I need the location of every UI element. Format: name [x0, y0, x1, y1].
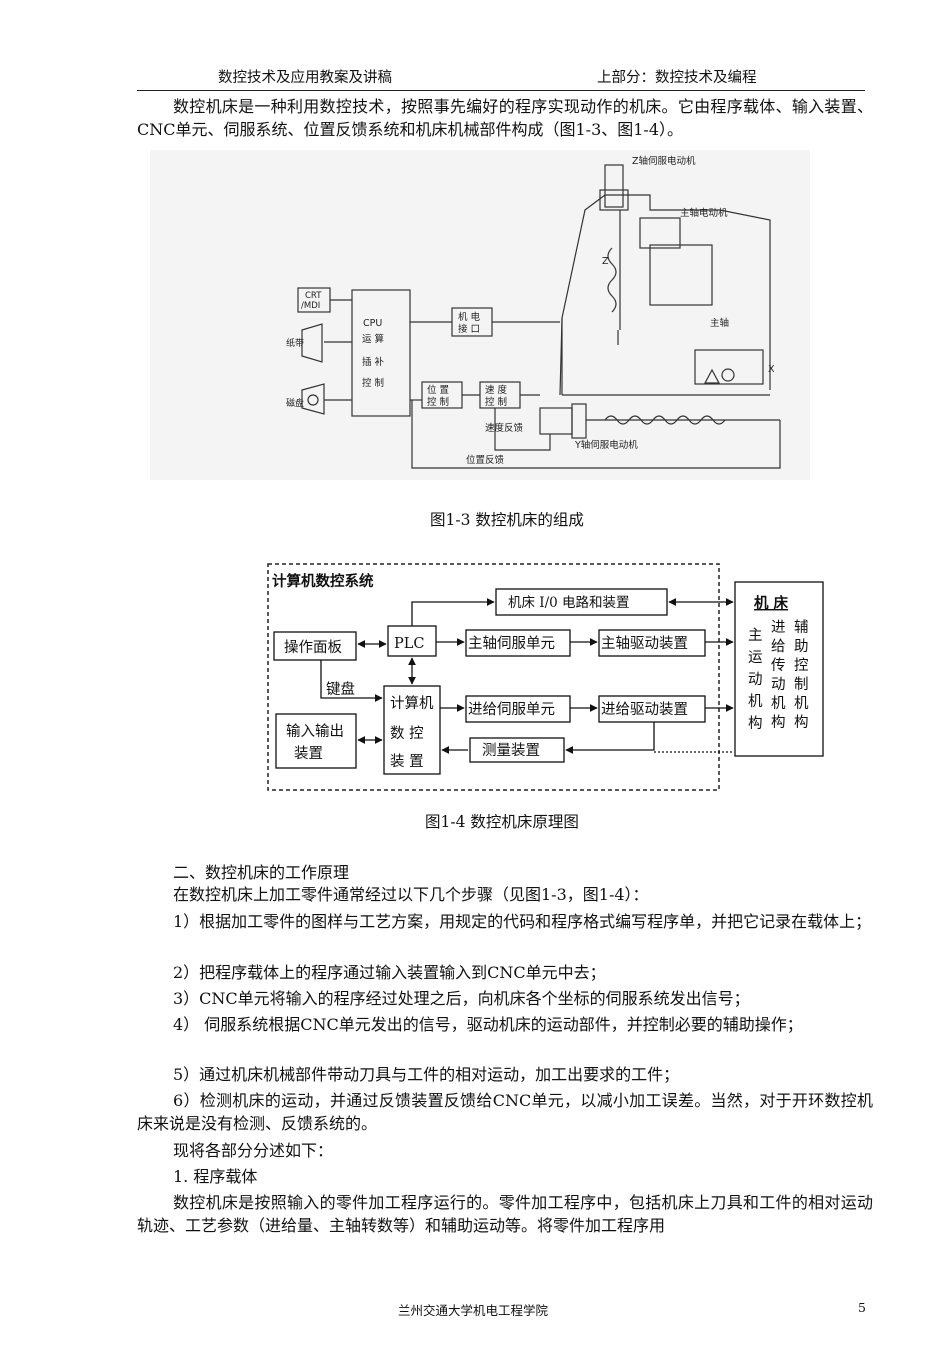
fig14-operation-panel: 操作面板	[284, 638, 342, 656]
machine-col-3-char: 辅	[794, 619, 809, 636]
fig14-io-circuit: 机床 I/0 电路和装置	[508, 595, 630, 611]
machine-col-3-char: 制	[794, 676, 809, 693]
machine-col-2-char: 构	[771, 714, 786, 731]
header-right: 上部分：数控技术及编程	[597, 70, 757, 86]
label-z-motor: Z轴伺服电动机	[632, 155, 696, 167]
fig14-machine: 机 床	[754, 594, 789, 612]
step-2: 2）把程序载体上的程序通过输入装置输入到CNC单元中去；	[173, 963, 606, 982]
fig14-feed-drive: 进给驱动装置	[601, 701, 688, 718]
machine-col-3-char: 机	[794, 695, 809, 712]
machine-col-1-char: 构	[748, 715, 763, 732]
step-3: 3）CNC单元将输入的程序经过处理之后，向机床各个坐标的伺服系统发出信号；	[173, 989, 750, 1008]
machine-col-2-char: 动	[771, 676, 786, 693]
fig14-plc: PLC	[394, 636, 424, 652]
machine-col-2-char: 机	[771, 695, 786, 712]
fig14-cnc-1: 计算机	[390, 695, 434, 712]
fig14-feed-servo: 进给伺服单元	[468, 701, 555, 718]
fig14-cnc-2: 数 控	[390, 725, 424, 742]
machine-col-2-char: 进	[771, 619, 786, 636]
label-z-axis: Z	[602, 256, 609, 267]
step-1: 1）根据加工零件的图样与工艺方案，用规定的代码和程序格式编写程序单，并把它记录在…	[173, 912, 872, 931]
machine-col-1-char: 动	[748, 671, 763, 688]
figure-1-4-diagram: 计算机数控系统 机床 I/0 电路和装置 操作面板 PLC 主轴伺服单元 主轴驱…	[267, 563, 824, 791]
step-4: 4） 伺服系统根据CNC单元发出的信号，驱动机床的运动部件，并控制必要的辅助操作…	[173, 1015, 803, 1034]
fig14-io-device-2: 装置	[294, 745, 323, 762]
label-disk: 磁盘	[286, 397, 304, 409]
label-crt: CRT	[305, 291, 322, 301]
fig14-keyboard: 键盘	[326, 680, 355, 698]
label-speed-ctrl-2: 控 制	[485, 396, 507, 408]
label-pos-feedback: 位置反馈	[466, 454, 505, 466]
label-spindle: 主轴	[710, 317, 729, 329]
footer-school: 兰州交通大学机电工程学院	[398, 1303, 549, 1318]
machine-col-2-char: 给	[771, 638, 786, 655]
machine-col-1-char: 主	[748, 627, 763, 644]
fig14-io-device-1: 输入输出	[286, 723, 344, 740]
figure-1-3-caption: 图1-3 数控机床的组成	[430, 511, 584, 529]
label-cpu-4: 控 制	[362, 377, 384, 389]
label-cpu-3: 插 补	[362, 356, 385, 368]
fig14-cnc-3: 装 置	[390, 753, 424, 770]
label-spindle-motor: 主轴电动机	[680, 207, 728, 219]
intro-paragraph: 数控机床是一种利用数控技术，按照事先编好的程序实现动作的机床。它由程序载体、输入…	[137, 97, 873, 139]
fig14-spindle-drive: 主轴驱动装置	[601, 635, 688, 652]
step-6: 6）检测机床的运动，并通过反馈装置反馈给CNC单元，以减小加工误差。当然，对于开…	[137, 1091, 873, 1133]
subsection-1: 1. 程序载体	[173, 1167, 258, 1186]
steps-intro: 在数控机床上加工零件通常经过以下几个步骤（见图1-3，图1-4）：	[173, 885, 649, 904]
summary-line: 现将各部分分述如下：	[173, 1141, 334, 1160]
label-mech-1: 机 电	[458, 311, 481, 323]
fig14-measure: 测量装置	[482, 742, 540, 759]
label-x-axis: X	[768, 364, 775, 375]
machine-col-3-char: 构	[794, 714, 809, 731]
label-cpu-1: CPU	[363, 318, 382, 329]
machine-col-1-char: 运	[748, 649, 763, 666]
figure-1-3-diagram: Z轴伺服电动机 主轴电动机 主轴 Z X CRT /MDI 纸带 磁盘 CPU …	[150, 150, 810, 480]
machine-col-3-char: 助	[794, 638, 809, 655]
fig14-title: 计算机数控系统	[272, 572, 374, 590]
label-speed-ctrl-1: 速 度	[485, 384, 508, 396]
program-carrier-paragraph: 数控机床是按照输入的零件加工程序运行的。零件加工程序中，包括机床上刀具和工件的相…	[137, 1193, 873, 1235]
label-mdi: /MDI	[301, 301, 320, 311]
machine-col-3-char: 控	[794, 657, 809, 674]
machine-col-2-char: 传	[771, 657, 786, 674]
label-pos-ctrl-1: 位 置	[427, 384, 449, 396]
label-speed-feedback: 速度反馈	[485, 422, 524, 434]
label-y-motor: Y轴伺服电动机	[574, 439, 638, 451]
page-number: 5	[858, 1300, 866, 1315]
header-rule	[137, 90, 865, 91]
fig14-spindle-servo: 主轴伺服单元	[468, 635, 555, 652]
machine-col-1-char: 机	[748, 693, 763, 710]
label-pos-ctrl-2: 控 制	[427, 396, 449, 408]
label-tape: 纸带	[286, 337, 304, 349]
header-left: 数控技术及应用教案及讲稿	[218, 70, 392, 86]
step-5: 5）通过机床机械部件带动刀具与工件的相对运动，加工出要求的工件；	[173, 1065, 680, 1084]
figure-1-4-caption: 图1-4 数控机床原理图	[425, 813, 579, 831]
label-mech-2: 接 口	[458, 323, 480, 335]
section-title: 二、数控机床的工作原理	[173, 863, 350, 882]
label-cpu-2: 运 算	[362, 333, 384, 345]
